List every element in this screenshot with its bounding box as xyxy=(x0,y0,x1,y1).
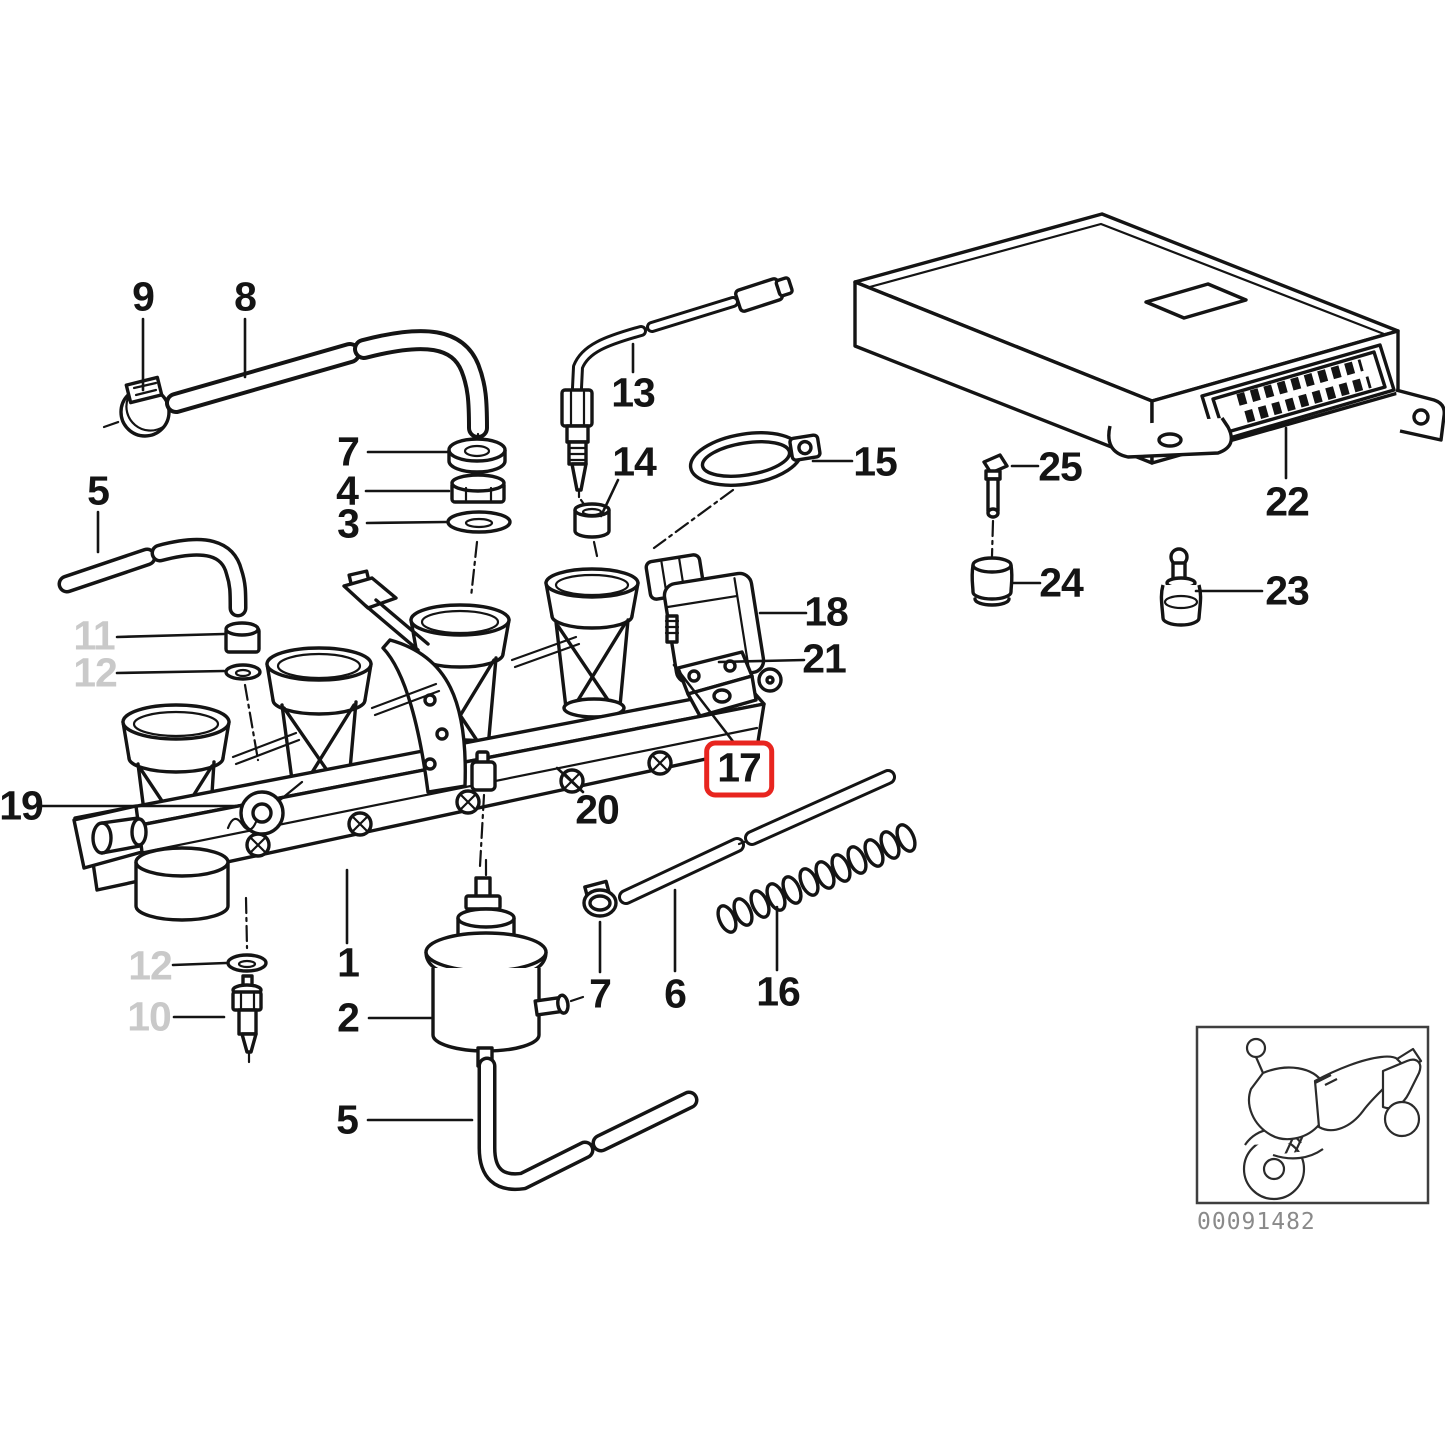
fuel-hose-6 xyxy=(618,769,896,905)
motorcycle-thumbnail xyxy=(1195,1025,1430,1205)
part-label-16: 16 xyxy=(756,968,801,1015)
control-unit-ecu xyxy=(853,212,1445,465)
part-label-24: 24 xyxy=(1039,559,1084,606)
part-label-23: 23 xyxy=(1265,567,1310,614)
part-label-3: 3 xyxy=(337,500,360,547)
mounting-bracket xyxy=(342,569,430,652)
throttle-linkage-rods xyxy=(231,635,581,766)
part-label-5a: 5 xyxy=(87,467,110,514)
washer-12-lower xyxy=(226,896,268,973)
throttle-cable-cam xyxy=(381,638,467,794)
fuel-hose-5-bottom xyxy=(477,1056,699,1192)
ecu-mounting-ear-bottom xyxy=(1107,417,1233,459)
throttle-cable-wheel xyxy=(226,780,304,836)
part-label-22: 22 xyxy=(1265,478,1310,525)
ecu-mounting-ear-right xyxy=(1395,388,1445,442)
vent-hose-5-top xyxy=(57,537,248,618)
part-label-12a: 12 xyxy=(73,649,118,696)
rubber-bushing-24 xyxy=(970,556,1014,607)
part-label-5b: 5 xyxy=(336,1096,359,1143)
hose-clamp-7-lower xyxy=(582,879,618,918)
part-label-8: 8 xyxy=(234,273,257,320)
intake-bell-2 xyxy=(265,646,373,716)
intake-bell-1 xyxy=(121,703,231,774)
part-label-1: 1 xyxy=(337,939,360,986)
injector-10 xyxy=(231,974,263,1064)
throttle-assembly xyxy=(72,553,783,922)
part-label-9: 9 xyxy=(132,273,155,320)
leader-lines xyxy=(40,317,1288,1122)
hose-clamp-9 xyxy=(102,375,171,438)
part-label-14: 14 xyxy=(612,438,657,485)
screw-25 xyxy=(982,453,1009,558)
part-label-13: 13 xyxy=(611,369,656,416)
spring-16 xyxy=(716,823,917,934)
construction-lines xyxy=(478,793,486,868)
part-label-17: 17 xyxy=(704,740,774,798)
part-label-7a: 7 xyxy=(337,428,360,475)
throttle-body-4 xyxy=(554,618,630,719)
throttle-body-1-base xyxy=(134,846,230,922)
washer-12-upper xyxy=(224,663,262,762)
rail-fitting-20 xyxy=(470,750,497,792)
fuel-filter-2 xyxy=(424,858,585,1068)
image-code: 00091482 xyxy=(1197,1209,1316,1235)
washer-stack xyxy=(446,432,512,599)
part-label-2: 2 xyxy=(337,994,360,1041)
intake-bell-4 xyxy=(544,567,640,630)
washer-3 xyxy=(446,510,512,534)
nut-4 xyxy=(450,473,506,504)
part-label-11: 11 xyxy=(73,612,115,659)
hose-clamp-15 xyxy=(652,431,822,550)
ecu-connector xyxy=(1200,343,1396,444)
motorcycle-icon xyxy=(1242,1037,1423,1201)
part-label-4: 4 xyxy=(336,467,359,514)
part-label-21: 21 xyxy=(802,635,847,682)
part-label-25: 25 xyxy=(1038,443,1083,490)
fuel-hose-8 xyxy=(165,329,489,439)
part-label-20: 20 xyxy=(575,786,620,833)
part-label-7b: 7 xyxy=(589,970,612,1017)
nut-11 xyxy=(224,621,261,654)
part-label-10: 10 xyxy=(127,993,172,1040)
part-label-18: 18 xyxy=(804,588,849,635)
part-label-6: 6 xyxy=(664,970,687,1017)
hose-clamp-7-upper xyxy=(447,437,507,474)
temp-sensor-13 xyxy=(560,276,794,512)
part-label-15: 15 xyxy=(853,438,898,485)
rubber-grommet-23 xyxy=(1159,547,1203,627)
part-label-19: 19 xyxy=(0,782,44,829)
throttle-actuator-housing xyxy=(644,553,783,718)
part-label-12b: 12 xyxy=(128,942,173,989)
